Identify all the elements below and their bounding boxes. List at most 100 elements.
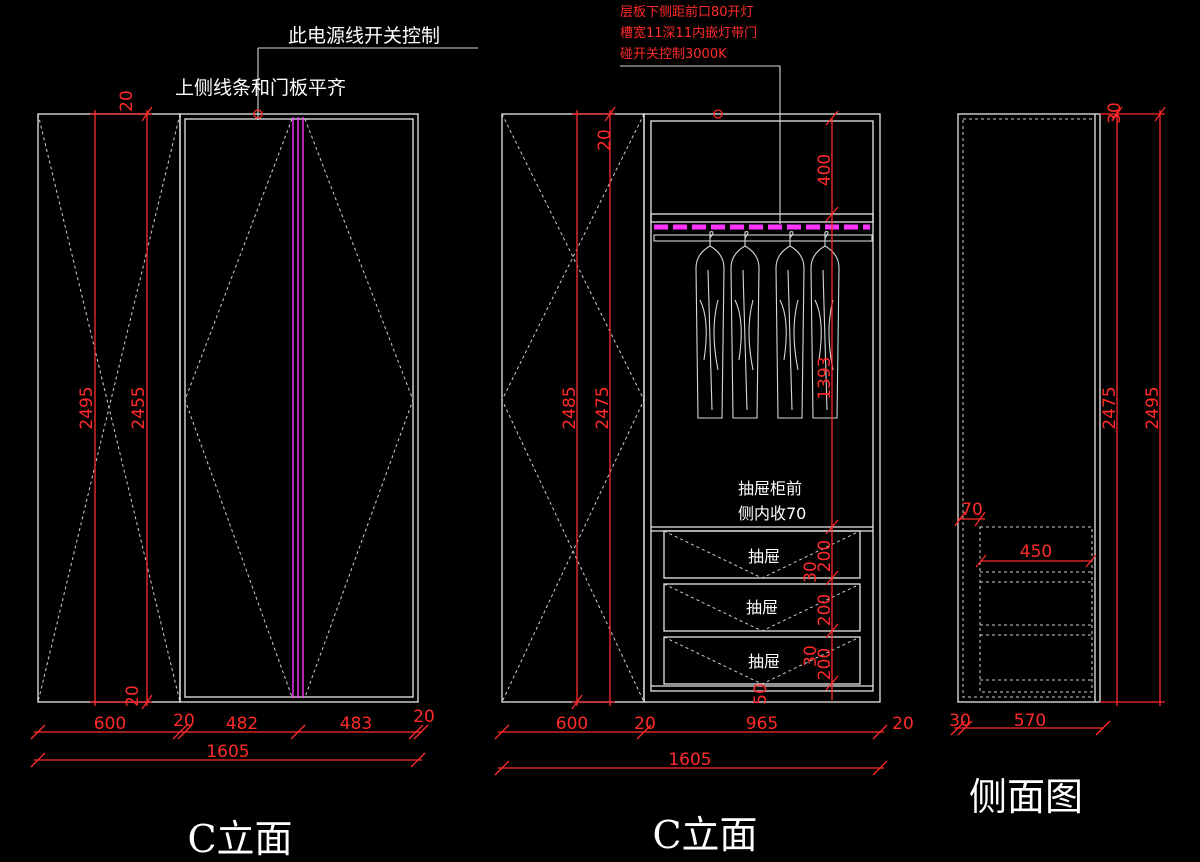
- left-dim-outer-height: 2495: [77, 386, 97, 429]
- mid-drawer-3-label: 抽屉: [748, 652, 780, 671]
- mid-shelf: [650, 213, 874, 223]
- side-tick-1: [950, 720, 966, 736]
- left-dim-inner-height: 2455: [129, 386, 149, 429]
- mid-tick-4: [494, 760, 510, 776]
- left-tick-3: [177, 724, 193, 740]
- left-tick-2: [172, 724, 188, 740]
- side-tick-d: [974, 511, 986, 527]
- middle-elevation: 抽屉 抽屉 抽屉 抽屉柜前 侧内收70 层板下侧距前口80开灯 槽宽11深11内…: [494, 4, 914, 857]
- mid-tick-r4: [825, 570, 839, 586]
- mid-dim-gap-left: 20: [634, 714, 656, 734]
- mid-tick-1: [494, 724, 510, 740]
- mid-dim-drawer-2: 200: [815, 594, 835, 626]
- side-tick-2: [957, 720, 973, 736]
- left-dim-gap-right: 20: [413, 707, 435, 727]
- left-door2-diag: [304, 118, 414, 698]
- side-drawer-zone: [979, 526, 1093, 693]
- mid-cabinet-inner: [650, 120, 874, 692]
- mid-dim-hang-space: 1393: [815, 356, 835, 399]
- mid-drawer-1-diag: [663, 530, 861, 579]
- mid-dim-top-gap: 20: [595, 129, 615, 151]
- mid-view-title: C立面: [652, 813, 757, 857]
- mid-dim-inner-width: 965: [746, 714, 778, 734]
- side-dim-setback: 70: [961, 500, 983, 520]
- left-door-inner: [184, 118, 414, 698]
- garment-1: [695, 231, 725, 419]
- mid-tick-r5: [825, 623, 839, 639]
- side-inner-dashed: [962, 118, 1096, 698]
- side-tick-b: [1154, 106, 1166, 122]
- mid-dim-side-width: 600: [556, 714, 588, 734]
- left-tick-1: [30, 724, 46, 740]
- side-tick-f: [1085, 554, 1097, 568]
- mid-side-diag-2: [501, 113, 645, 703]
- mid-led-note-3: 碰开关控制3000K: [620, 47, 727, 62]
- mid-tick-3: [872, 724, 888, 740]
- mid-dim-bottom-gap: 50: [751, 683, 771, 705]
- mid-tick-a: [604, 106, 616, 122]
- mid-tick-r3: [825, 519, 839, 535]
- left-tick-6: [413, 724, 429, 740]
- left-door1-diag: [184, 118, 293, 698]
- left-dim-door2: 483: [340, 714, 372, 734]
- side-dim-inner-height: 2475: [1100, 386, 1120, 429]
- mid-drawer-2-label: 抽屉: [746, 598, 778, 617]
- mid-led-note-1: 层板下侧距前口80开灯: [620, 4, 754, 20]
- mid-dim-total: 1605: [668, 750, 711, 770]
- mid-dim-outer-height: 2485: [560, 386, 580, 429]
- left-dim-top-gap: 20: [117, 90, 137, 112]
- mid-drawer-1-label: 抽屉: [748, 547, 780, 566]
- mid-clothes: [695, 231, 840, 419]
- mid-top-marker: [713, 109, 723, 119]
- left-tick-8: [410, 752, 426, 768]
- left-tick-a: [141, 106, 153, 122]
- left-note-align: 上侧线条和门板平齐: [175, 77, 346, 99]
- side-view: 30 2475 2495 70 450 30 570 侧面图: [949, 102, 1166, 819]
- side-dim-drawer-depth: 450: [1020, 542, 1052, 562]
- mid-tick-r1: [825, 110, 839, 126]
- left-tick-4: [290, 724, 306, 740]
- mid-drawer-3-diag: [663, 636, 861, 685]
- side-dim-depth: 570: [1014, 711, 1046, 731]
- left-dim-total: 1605: [206, 742, 249, 762]
- mid-tick-2: [636, 724, 652, 740]
- left-elevation: 2495 2455 20 20 此电源线开关控制 上侧线条和门板平齐 600 2…: [30, 25, 478, 861]
- side-dim-left: 30: [949, 711, 971, 731]
- mid-tick-b: [571, 694, 583, 710]
- left-dim-door1: 482: [226, 714, 258, 734]
- left-door-frame: [179, 113, 419, 703]
- mid-dim-drawer-3: 200: [815, 648, 835, 680]
- left-dim-gap-left: 20: [173, 711, 195, 731]
- left-view-title: C立面: [187, 817, 292, 861]
- side-tick-e: [975, 554, 987, 568]
- mid-drawer-note-1: 抽屉柜前: [738, 479, 802, 498]
- side-outline: [957, 113, 1101, 703]
- left-leader-marker: [253, 109, 263, 119]
- side-tick-3: [1095, 720, 1111, 736]
- mid-tick-r6: [825, 675, 839, 691]
- left-tick-b: [141, 694, 153, 710]
- side-view-title: 侧面图: [969, 775, 1083, 819]
- mid-dim-gap-2: 30: [801, 645, 821, 667]
- left-dim-side-width: 600: [94, 714, 126, 734]
- left-note-power: 此电源线开关控制: [288, 25, 440, 47]
- side-dim-top-gap: 30: [1105, 102, 1125, 124]
- mid-dim-gap-1: 30: [801, 561, 821, 583]
- side-tick-c: [954, 511, 966, 527]
- mid-tick-5: [872, 760, 888, 776]
- mid-cabinet-outer: [643, 113, 881, 703]
- mid-dim-inner-height: 2475: [593, 386, 613, 429]
- mid-dim-drawer-1: 200: [815, 540, 835, 572]
- mid-dim-shelf-space: 400: [815, 154, 835, 186]
- left-tick-5: [408, 724, 424, 740]
- garment-2: [730, 231, 760, 419]
- mid-led-note-2: 槽宽11深11内嵌灯带门: [620, 25, 757, 41]
- left-tick-7: [30, 752, 46, 768]
- mid-hanging-rod: [653, 234, 873, 242]
- mid-tick-r2: [825, 206, 839, 222]
- left-side-diag-2: [37, 113, 181, 703]
- mid-dim-gap-right: 20: [892, 714, 914, 734]
- mid-drawer-2-diag: [663, 583, 861, 632]
- side-tick-a: [1111, 106, 1123, 122]
